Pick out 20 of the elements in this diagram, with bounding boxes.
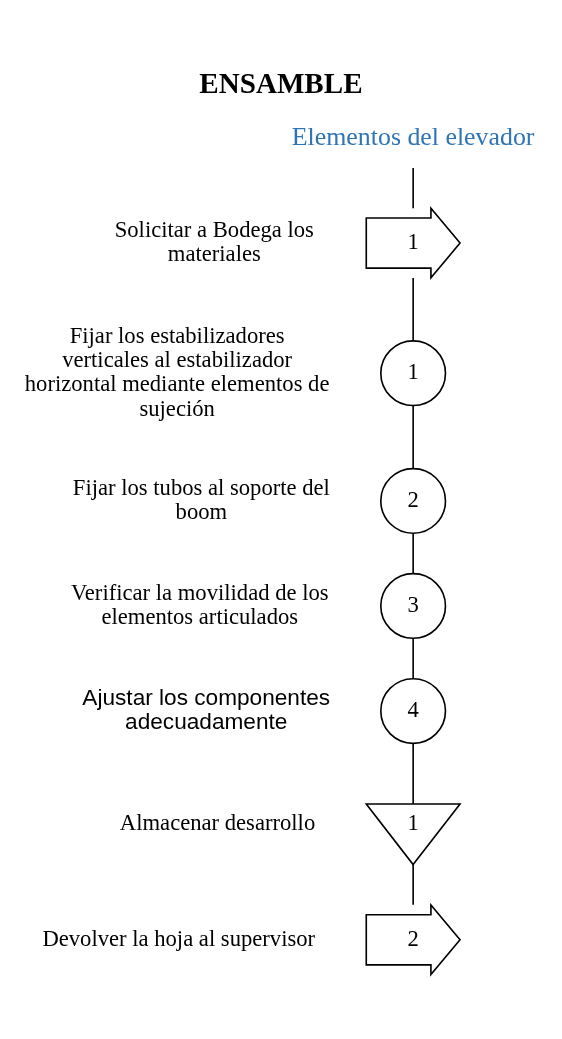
connector	[412, 404, 414, 470]
node-circle: 4	[380, 677, 447, 745]
connector	[412, 637, 414, 680]
node-circle: 3	[380, 572, 447, 640]
node-label: Verificar la movilidad de los elementos articulados	[70, 579, 329, 630]
node-label: Solicitar a Bodega los materiales	[114, 216, 314, 267]
node-circle: 1	[380, 340, 447, 407]
connector	[412, 167, 414, 209]
node-label: Devolver la hoja al supervisor	[42, 925, 316, 951]
connector	[412, 743, 414, 805]
node-label: Fijar los estabilizadores verticales al estabilizador horizontal mediante elementos de sujeción	[24, 322, 330, 421]
node-label: Fijar los tubos al soporte del boom	[72, 474, 330, 525]
connector	[412, 277, 414, 342]
node-label: Ajustar los componentes adecuadamente	[82, 684, 331, 735]
node-text: Elementos del elevador	[291, 121, 535, 151]
node-label: Almacenar desarrollo	[119, 810, 316, 836]
connector	[412, 864, 414, 906]
diagram-title: ENSAMBLE	[199, 66, 363, 99]
connector	[412, 532, 414, 575]
node-circle: 2	[380, 467, 447, 535]
